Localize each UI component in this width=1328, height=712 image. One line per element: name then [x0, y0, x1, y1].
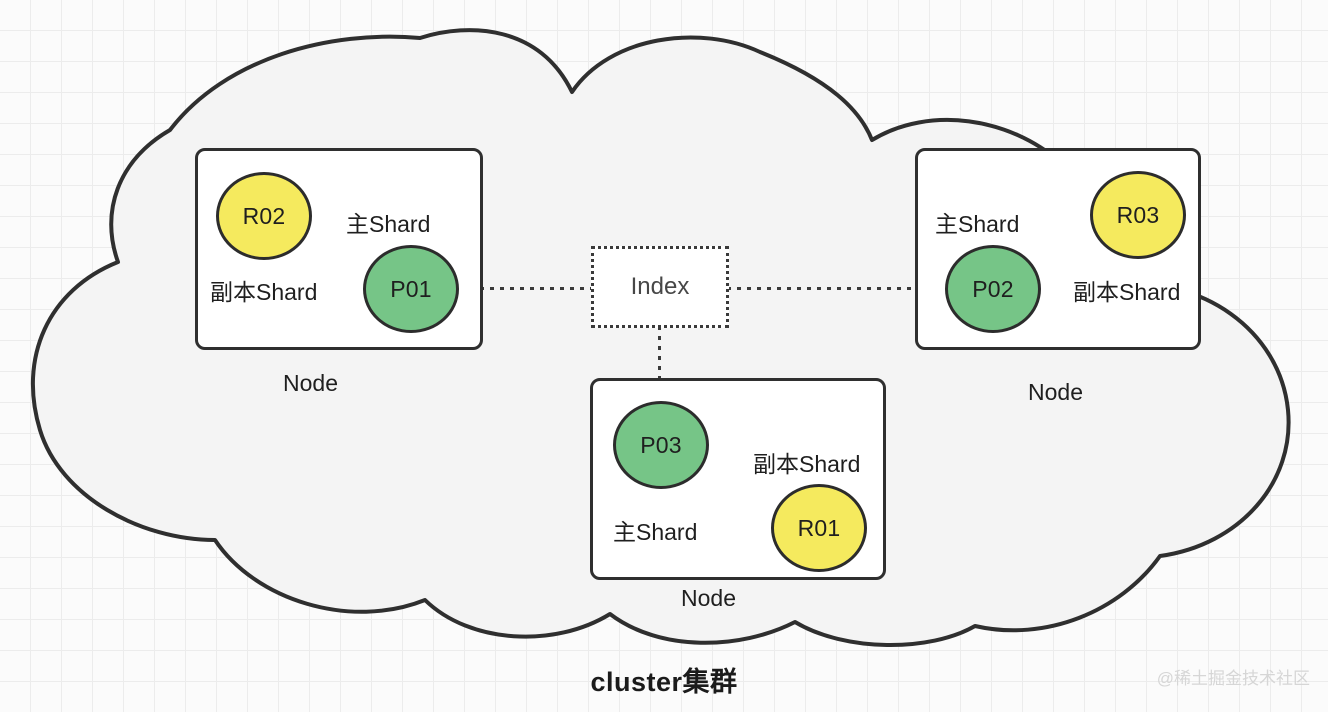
connector-p01-index	[460, 287, 593, 290]
node-box-1[interactable]: R02 副本Shard 主Shard P01	[195, 148, 483, 350]
shard-r02-role-label: 副本Shard	[210, 279, 318, 305]
shard-r03-label: R03	[1116, 201, 1160, 228]
node-box-2[interactable]: P03 主Shard 副本Shard R01	[590, 378, 886, 580]
connector-index-p03	[658, 326, 661, 398]
node-caption-2: Node	[681, 585, 736, 611]
index-label: Index	[630, 273, 690, 300]
shard-p02-role-label: 主Shard	[935, 211, 1020, 237]
shard-r03-role-label: 副本Shard	[1073, 279, 1181, 305]
diagram-title: cluster集群	[590, 667, 738, 697]
shard-r03[interactable]: R03	[1090, 171, 1186, 259]
shard-r02[interactable]: R02	[216, 172, 312, 260]
shard-p01[interactable]: P01	[363, 245, 459, 333]
node-caption-3: Node	[1028, 379, 1083, 405]
shard-p03-role-label: 主Shard	[613, 519, 698, 545]
shard-r02-label: R02	[242, 202, 286, 229]
shard-r01-label: R01	[797, 514, 841, 541]
node-box-3[interactable]: 主Shard P02 R03 副本Shard	[915, 148, 1201, 350]
index-box[interactable]: Index	[591, 246, 729, 328]
shard-r01-role-label: 副本Shard	[753, 451, 861, 477]
node-caption-1: Node	[283, 370, 338, 396]
watermark: @稀土掘金技术社区	[1156, 669, 1310, 688]
shard-p01-role-label: 主Shard	[346, 211, 431, 237]
shard-p03[interactable]: P03	[613, 401, 709, 489]
shard-p02[interactable]: P02	[945, 245, 1041, 333]
shard-p02-label: P02	[972, 275, 1014, 302]
shard-p01-label: P01	[390, 275, 432, 302]
shard-r01[interactable]: R01	[771, 484, 867, 572]
connector-index-p02	[727, 287, 942, 290]
shard-p03-label: P03	[640, 431, 682, 458]
